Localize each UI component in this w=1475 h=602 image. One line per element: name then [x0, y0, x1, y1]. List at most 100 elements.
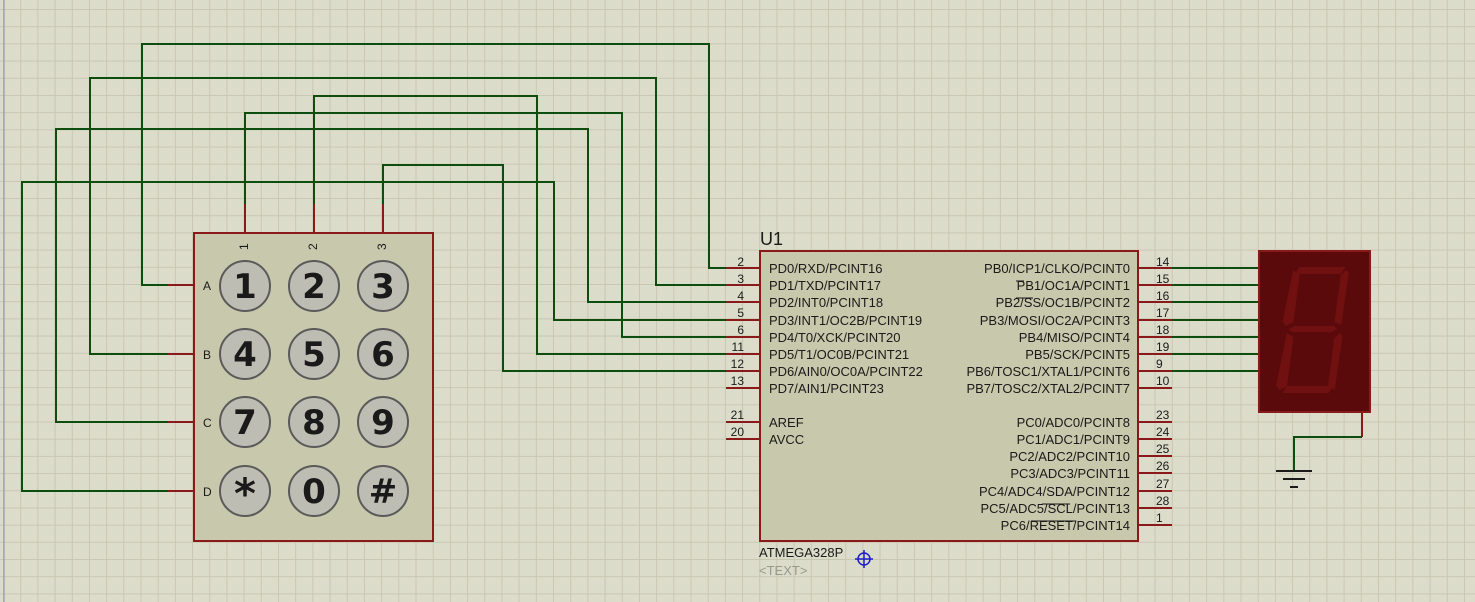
- key-9[interactable]: 9: [357, 396, 409, 448]
- pin-name: PC1/ADC1/PCINT9: [1017, 432, 1130, 447]
- key-0[interactable]: 0: [288, 465, 340, 517]
- pin-name: PD2/INT0/PCINT18: [769, 295, 883, 310]
- keypad-col-label: 3: [375, 243, 389, 250]
- pin-number: 18: [1156, 323, 1170, 337]
- keycap: [357, 328, 409, 380]
- key-label: 4: [233, 335, 257, 375]
- wire-row-a[interactable]: [141, 43, 740, 286]
- keypad-row-label: C: [203, 416, 212, 430]
- keypad-row-label: A: [203, 279, 211, 293]
- mcu-part-number: ATMEGA328P: [759, 545, 843, 560]
- wire-row-b[interactable]: [89, 77, 740, 355]
- pin-number: 1: [1156, 511, 1163, 525]
- segment-f: [1282, 270, 1300, 326]
- keypad-col-label: 1: [237, 243, 251, 250]
- key-1[interactable]: 1: [219, 260, 271, 312]
- segment-b: [1334, 270, 1349, 325]
- pin-number: 14: [1156, 255, 1170, 269]
- key-label: 7: [233, 403, 257, 443]
- pin-name: PB5/SCK/PCINT5: [1025, 347, 1130, 362]
- key-hash[interactable]: #: [357, 465, 409, 517]
- wire-ground[interactable]: [1293, 436, 1362, 470]
- mcu-right-pins: 14 15 16 17 18 19 9 10 23 24 25 26 27 28…: [966, 255, 1172, 533]
- key-label: 5: [302, 335, 326, 375]
- crosshair-icon: [855, 550, 873, 568]
- keypad-row-label: D: [203, 485, 212, 499]
- segment-a: [1294, 267, 1346, 274]
- keypad-col-label: 2: [306, 243, 320, 250]
- pin-number: 16: [1156, 289, 1170, 303]
- pin-name: PC3/ADC3/PCINT11: [1010, 466, 1130, 481]
- mcu-u1[interactable]: U1 ATMEGA328P <TEXT> 2 3 4 5 6 11 12 13 …: [726, 229, 1172, 578]
- pin-number: 13: [731, 374, 745, 388]
- display-segments: [1276, 267, 1349, 393]
- keycap: [288, 260, 340, 312]
- pin-number: 9: [1156, 357, 1163, 371]
- pin-name: PB4/MISO/PCINT4: [1019, 330, 1130, 345]
- pin-number: 24: [1156, 425, 1170, 439]
- segment-c: [1328, 333, 1343, 390]
- wire-row-d[interactable]: [21, 181, 740, 492]
- keycap: [357, 260, 409, 312]
- pin-name: PD5/T1/OC0B/PCINT21: [769, 347, 909, 362]
- mcu-body: [759, 250, 1139, 542]
- pin-number: 5: [737, 306, 744, 320]
- wire-row-c[interactable]: [55, 128, 740, 423]
- key-6[interactable]: 6: [357, 328, 409, 380]
- key-label: #: [369, 472, 398, 512]
- key-star[interactable]: *: [219, 465, 271, 518]
- mcu-text-placeholder: <TEXT>: [759, 563, 807, 578]
- pin-number: 28: [1156, 494, 1170, 508]
- key-5[interactable]: 5: [288, 328, 340, 380]
- key-label: 9: [371, 403, 395, 443]
- pin-name: PD1/TXD/PCINT17: [769, 278, 881, 293]
- key-label: 2: [302, 267, 326, 307]
- segment-e: [1276, 333, 1294, 390]
- segment-g: [1288, 326, 1337, 332]
- pin-name: AVCC: [769, 432, 804, 447]
- wire-col-1[interactable]: [244, 112, 740, 338]
- pin-name: PB3/MOSI/OC2A/PCINT3: [980, 313, 1130, 328]
- keycap: [357, 465, 409, 517]
- pin-number: 15: [1156, 272, 1170, 286]
- mcu-left-pins: 2 3 4 5 6 11 12 13 21 20 PD0/RXD/PCINT16…: [726, 255, 923, 447]
- key-3[interactable]: 3: [357, 260, 409, 312]
- pin-name: PB2/SS/OC1B/PCINT2: [996, 295, 1130, 310]
- mcu-reference: U1: [760, 229, 783, 249]
- pin-name: PD0/RXD/PCINT16: [769, 261, 882, 276]
- pin-number: 25: [1156, 442, 1170, 456]
- pin-name: PC2/ADC2/PCINT10: [1009, 449, 1130, 464]
- keypad[interactable]: 1 2 3 A B C D 1 2 3 4 5: [168, 204, 434, 542]
- pin-number: 17: [1156, 306, 1170, 320]
- pin-number: 23: [1156, 408, 1170, 422]
- keycap: [219, 328, 271, 380]
- pin-number: 27: [1156, 477, 1170, 491]
- keycap: [288, 465, 340, 517]
- pin-number: 20: [731, 425, 745, 439]
- ground-icon[interactable]: [1276, 470, 1312, 488]
- key-8[interactable]: 8: [288, 396, 340, 448]
- key-7[interactable]: 7: [219, 396, 271, 448]
- pin-name: PC4/ADC4/SDA/PCINT12: [979, 484, 1130, 499]
- key-label: 8: [302, 403, 326, 443]
- wire-col-3[interactable]: [382, 164, 740, 372]
- keycap: [357, 396, 409, 448]
- pin-name: PB1/OC1A/PCINT1: [1017, 278, 1130, 293]
- seven-segment-display[interactable]: [1258, 250, 1371, 437]
- pin-number: 10: [1156, 374, 1170, 388]
- pin-number: 26: [1156, 459, 1170, 473]
- key-label: 0: [302, 472, 326, 512]
- pin-number: 19: [1156, 340, 1170, 354]
- pin-name: PD4/T0/XCK/PCINT20: [769, 330, 901, 345]
- pin-number: 6: [737, 323, 744, 337]
- pin-name: PB6/TOSC1/XTAL1/PCINT6: [966, 364, 1130, 379]
- pin-number: 11: [732, 340, 745, 354]
- pin-number: 3: [737, 272, 744, 286]
- key-2[interactable]: 2: [288, 260, 340, 312]
- segment-d: [1282, 386, 1334, 393]
- key-label: 3: [371, 267, 395, 307]
- key-4[interactable]: 4: [219, 328, 271, 380]
- pin-name: PB0/ICP1/CLKO/PCINT0: [984, 261, 1130, 276]
- wire-col-2[interactable]: [313, 95, 740, 355]
